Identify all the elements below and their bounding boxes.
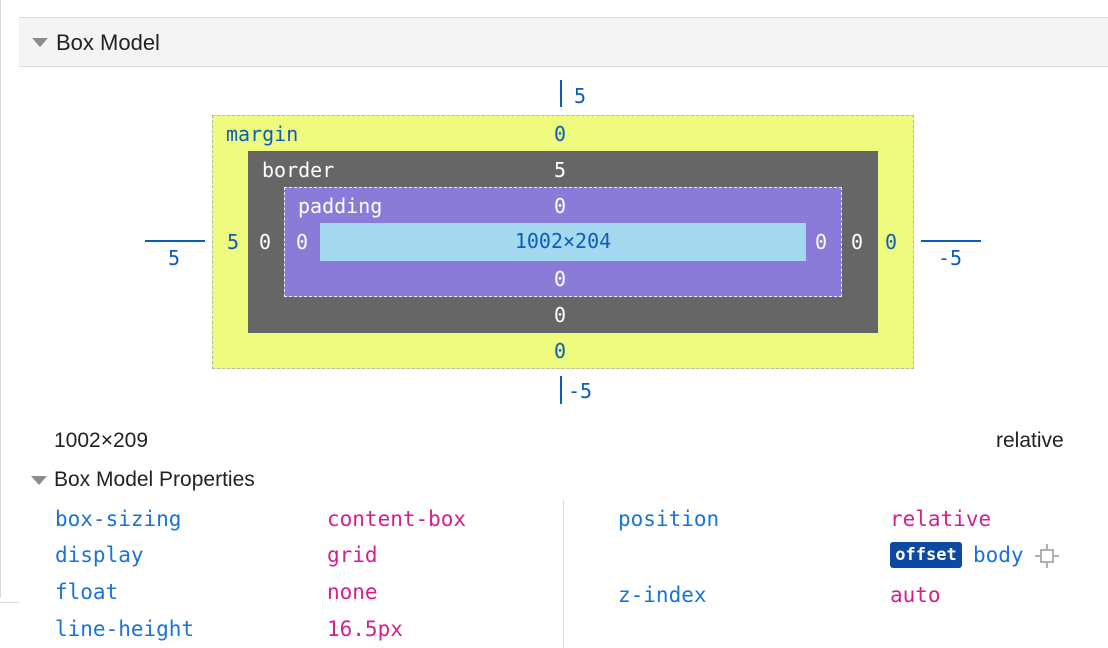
- offset-right-line: [921, 240, 981, 242]
- section-title: Box Model: [56, 30, 160, 55]
- padding-top-value[interactable]: 0: [554, 194, 567, 218]
- border-right-value[interactable]: 0: [851, 230, 864, 254]
- prop-name-z-index: z-index: [618, 583, 707, 607]
- border-label: border: [262, 158, 335, 182]
- margin-bottom-value[interactable]: 0: [554, 339, 567, 363]
- offset-parent-link[interactable]: body: [973, 543, 1024, 567]
- offset-bottom-line: [560, 376, 562, 404]
- properties-title[interactable]: Box Model Properties: [54, 468, 255, 491]
- offset-left-line: [145, 240, 205, 242]
- properties-divider: [563, 500, 564, 648]
- prop-value-display: grid: [327, 543, 378, 567]
- prop-name-position: position: [618, 507, 720, 531]
- box-model-header[interactable]: Box Model: [19, 17, 1108, 67]
- padding-left-value[interactable]: 0: [296, 230, 309, 254]
- crosshair-icon[interactable]: [1034, 543, 1060, 569]
- margin-top-value[interactable]: 0: [554, 122, 567, 146]
- offset-bottom-value[interactable]: -5: [568, 379, 593, 403]
- prop-value-z-index: auto: [890, 583, 941, 607]
- prop-name-line-height: line-height: [55, 617, 195, 641]
- triangle-down-icon[interactable]: [31, 476, 47, 485]
- prop-value-box-sizing: content-box: [327, 507, 467, 531]
- margin-left-value[interactable]: 5: [227, 230, 240, 254]
- content-box[interactable]: 1002×204: [320, 223, 806, 261]
- prop-value-line-height: 16.5px: [327, 617, 403, 641]
- padding-bottom-value[interactable]: 0: [554, 267, 567, 291]
- prop-value-float: none: [327, 580, 378, 604]
- left-edge-line: [0, 0, 1, 598]
- left-edge-tick: [0, 602, 19, 603]
- offset-badge: offset: [890, 542, 962, 568]
- prop-name-box-sizing: box-sizing: [55, 507, 182, 531]
- offset-top-line: [560, 80, 562, 107]
- box-size-summary: 1002×209: [54, 429, 149, 452]
- border-left-value[interactable]: 0: [259, 230, 272, 254]
- offset-top-value[interactable]: 5: [574, 84, 587, 108]
- padding-right-value[interactable]: 0: [815, 230, 828, 254]
- prop-name-display: display: [55, 543, 144, 567]
- offset-right-value[interactable]: -5: [938, 246, 963, 270]
- padding-label: padding: [298, 194, 383, 218]
- position-summary: relative: [996, 429, 1064, 452]
- offset-left-value[interactable]: 5: [168, 246, 181, 270]
- margin-label: margin: [226, 122, 299, 146]
- content-size[interactable]: 1002×204: [514, 229, 612, 253]
- prop-name-float: float: [55, 580, 119, 604]
- prop-value-position: relative: [890, 507, 992, 531]
- margin-right-value[interactable]: 0: [885, 230, 898, 254]
- border-top-value[interactable]: 5: [554, 158, 567, 182]
- border-bottom-value[interactable]: 0: [554, 303, 567, 327]
- triangle-down-icon[interactable]: [32, 38, 48, 47]
